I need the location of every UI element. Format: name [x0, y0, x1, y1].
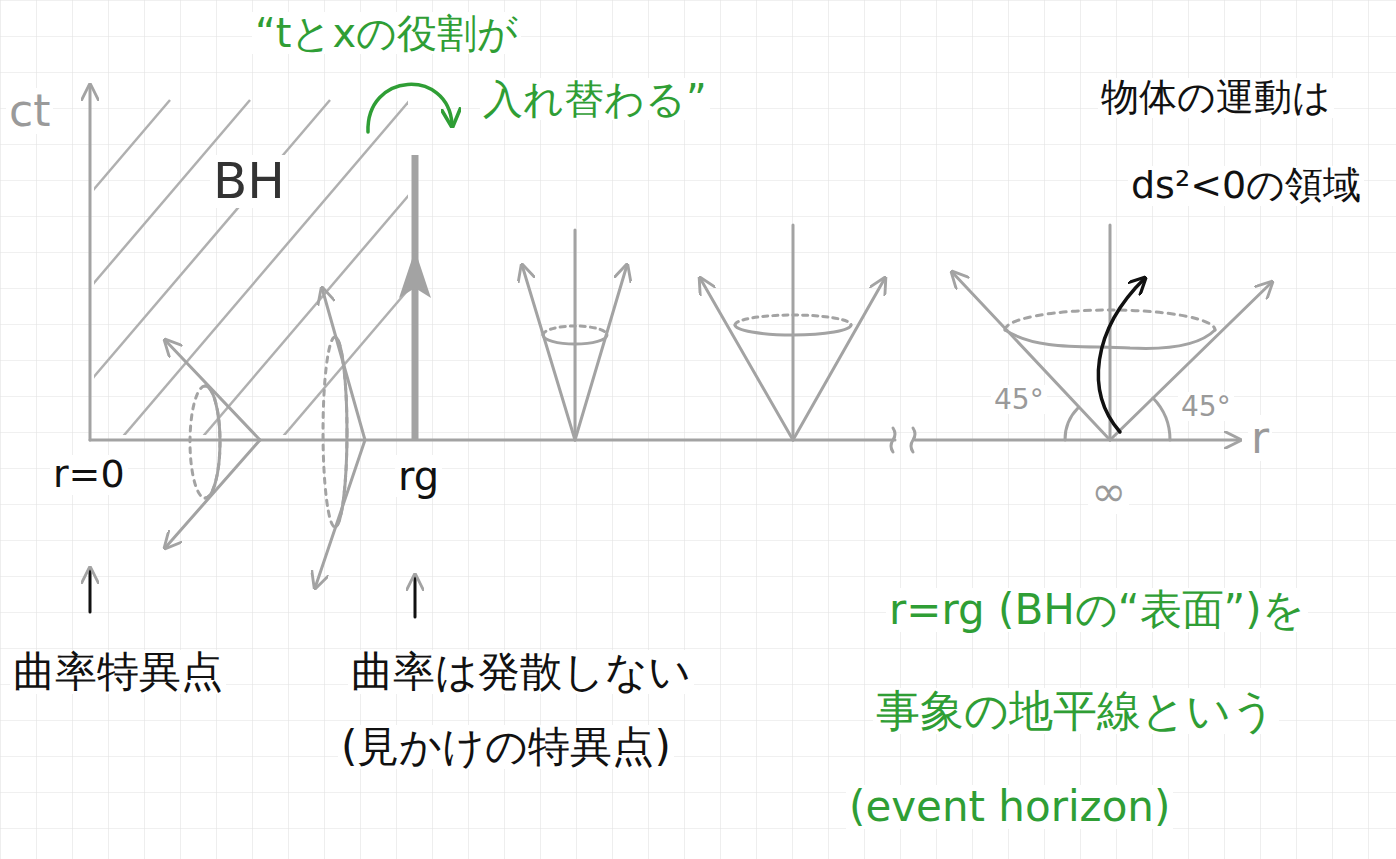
position-label: r=0 — [50, 455, 128, 495]
note-text: (event horizon) — [846, 785, 1173, 829]
worldline — [1098, 278, 1145, 432]
hatch-line — [120, 100, 408, 435]
angle-arc — [1065, 408, 1078, 440]
note-text: (見かけの特異点) — [338, 725, 674, 769]
note-text: 曲率特異点 — [10, 650, 226, 694]
horizon-arrowhead — [399, 250, 431, 298]
light-cone-edge — [700, 278, 793, 440]
time-axis — [792, 225, 795, 440]
light-cone-ellipse — [735, 325, 851, 335]
ct-axis — [89, 85, 92, 440]
light-cone-edge — [165, 440, 260, 548]
light-cone-edge — [952, 272, 1110, 440]
swap-arrow — [368, 84, 452, 132]
bh-hatch — [94, 100, 408, 435]
note-text: “tとxの役割が — [252, 12, 521, 54]
hatch-line — [94, 100, 330, 435]
light-cone-edge — [165, 340, 260, 440]
light-cone-ellipse — [1005, 330, 1215, 348]
angle-label: 45° — [1178, 392, 1234, 421]
note-text: ds²<0の領域 — [1128, 166, 1364, 206]
axis-break — [911, 428, 915, 452]
axis-label: ct — [6, 88, 53, 134]
light-cone-ellipse — [543, 335, 607, 344]
hatch-line — [94, 100, 170, 435]
axis-break — [891, 428, 895, 452]
axis-label: r — [1248, 415, 1272, 461]
light-cone-edge — [575, 265, 627, 440]
hatch-line — [200, 100, 408, 435]
note-text: 曲率は発散しない — [348, 650, 694, 694]
pointer-arrow — [414, 575, 417, 617]
light-cone-ellipse — [190, 386, 220, 498]
angle-label: 45° — [991, 385, 1047, 414]
note-text: r=rg (BHの“表面”)を — [886, 588, 1308, 632]
light-cone-ellipse — [323, 337, 347, 527]
note-text: 物体の運動は — [1098, 78, 1334, 118]
light-cone-edge — [793, 278, 885, 440]
light-cone-ellipse — [543, 326, 607, 335]
time-axis — [574, 230, 577, 440]
note-text: 入れ替わる” — [480, 78, 710, 120]
light-cone-ellipse — [205, 386, 220, 498]
region-label: BH — [210, 155, 288, 208]
pointer-arrow — [89, 568, 92, 612]
note-text: 事象の地平線という — [873, 688, 1279, 734]
angle-arc — [1153, 398, 1170, 440]
r-axis — [915, 439, 1240, 442]
time-axis — [1109, 225, 1112, 440]
r-axis — [90, 439, 895, 442]
light-cone-edge — [522, 265, 575, 440]
hatch-line — [94, 100, 250, 435]
light-cone-ellipse — [335, 337, 347, 527]
horizon-line — [412, 155, 419, 440]
position-label: rg — [395, 455, 442, 497]
position-label: ∞ — [1088, 470, 1129, 514]
light-cone-ellipse — [735, 315, 851, 325]
